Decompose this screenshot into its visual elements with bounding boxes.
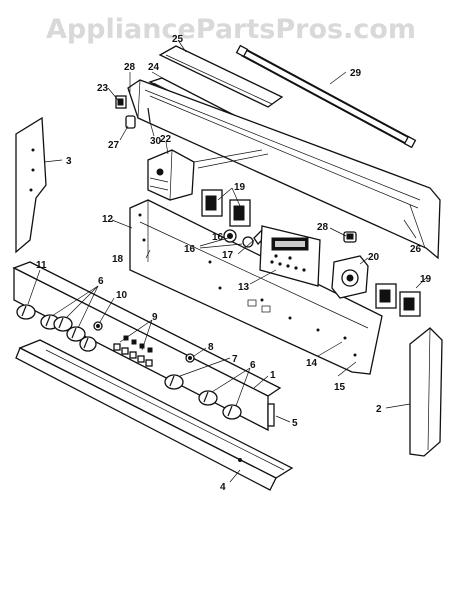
callout-15: 15 — [334, 382, 346, 393]
callout-30: 30 — [150, 136, 162, 147]
part-8-knob — [185, 353, 195, 363]
callout-20: 20 — [368, 252, 380, 263]
callout-26: 26 — [410, 244, 422, 255]
callout-5: 5 — [292, 418, 298, 429]
callout-29: 29 — [350, 68, 362, 79]
part-27-spacer — [125, 115, 136, 129]
part-10-lamp — [93, 321, 103, 331]
callout-1: 1 — [270, 370, 276, 381]
part-29-rod — [235, 44, 417, 149]
part-2-right-side-trim — [409, 327, 443, 457]
part-19-switches-lower — [375, 283, 421, 317]
part-22-switch — [147, 149, 269, 201]
part-19-switches-upper — [201, 189, 251, 227]
callout-22: 22 — [160, 134, 172, 145]
callout-labels: 25 28 24 29 23 3 27 30 22 19 28 26 12 16… — [36, 34, 432, 493]
callout-6-left: 6 — [98, 276, 104, 287]
part-15-control-panel — [129, 199, 383, 375]
callout-16-a: 16 — [212, 232, 224, 243]
callout-3: 3 — [66, 156, 72, 167]
callout-9: 9 — [152, 312, 158, 323]
part-6-knob-center — [79, 336, 97, 352]
callout-14: 14 — [306, 358, 318, 369]
callout-6-right: 6 — [250, 360, 256, 371]
callout-12: 12 — [102, 214, 114, 225]
callout-28: 28 — [124, 62, 136, 73]
callout-11: 11 — [36, 260, 47, 271]
leader-lines — [27, 39, 427, 483]
part-23-bracket — [115, 95, 127, 109]
part-28-bracket-right — [343, 231, 357, 243]
part-11-knob — [16, 304, 36, 320]
callout-19-upper: 19 — [234, 182, 246, 193]
callout-23: 23 — [97, 83, 109, 94]
part-7-knob — [164, 374, 184, 390]
watermark: AppliancePartsPros.com — [45, 14, 417, 45]
part-6-knobs-right — [198, 390, 242, 420]
callout-19-lower: 19 — [420, 274, 432, 285]
callout-10: 10 — [116, 290, 128, 301]
part-5-end-cap — [267, 403, 275, 427]
part-1-front-panel — [12, 261, 282, 432]
part-9-push-buttons — [113, 335, 153, 367]
part-4-lower-trim — [15, 339, 294, 491]
callout-25: 25 — [172, 34, 184, 45]
callout-18: 18 — [112, 254, 124, 265]
callout-28-right: 28 — [317, 222, 329, 233]
part-25-trim — [158, 45, 284, 108]
callout-2: 2 — [376, 404, 382, 415]
callout-24: 24 — [148, 62, 160, 73]
callout-27: 27 — [108, 140, 120, 151]
callout-4: 4 — [220, 482, 226, 493]
callout-8: 8 — [208, 342, 214, 353]
part-26-backguard — [127, 79, 441, 260]
part-6-knobs-left — [40, 314, 86, 342]
callout-17: 17 — [222, 250, 234, 261]
part-20-infinite-switch — [331, 255, 369, 299]
part-3-left-side-trim — [15, 116, 47, 254]
callout-16-b: 16 — [184, 244, 196, 255]
part-13-clock-control — [259, 225, 321, 287]
callout-13: 13 — [238, 282, 250, 293]
part-30-screw — [147, 107, 151, 123]
callout-7: 7 — [232, 354, 238, 365]
